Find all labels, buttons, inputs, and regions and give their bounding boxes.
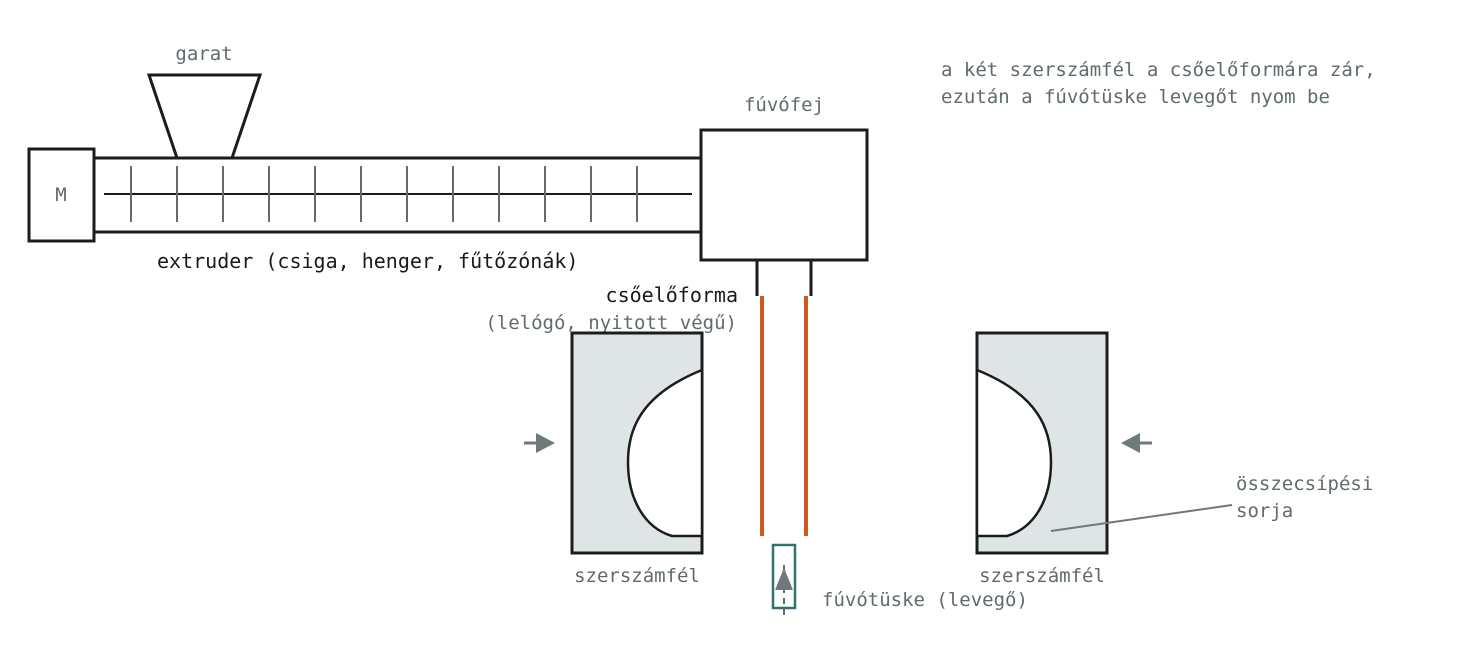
mold-cavity-right bbox=[975, 368, 1053, 538]
flash-label-line-2: sorja bbox=[1236, 500, 1293, 522]
mold-right-label: szerszámfél bbox=[979, 565, 1105, 587]
blow-pin-label: fúvótüske (levegő) bbox=[822, 589, 1028, 611]
parison-label: csőelőforma bbox=[606, 283, 738, 307]
motor-label: M bbox=[55, 184, 66, 206]
mold-left-label: szerszámfél bbox=[574, 565, 700, 587]
mold-cavity-left bbox=[626, 368, 704, 538]
parison-note: (lelógó, nyitott végű) bbox=[485, 312, 737, 334]
flash-label-line-1: összecsípési bbox=[1236, 473, 1373, 495]
die-head-label: fúvófej bbox=[744, 94, 824, 116]
hopper-label: garat bbox=[175, 43, 232, 65]
hopper bbox=[146, 73, 263, 160]
air-arrow-icon bbox=[775, 568, 793, 590]
extruder-label: extruder (csiga, henger, fűtőzónák) bbox=[157, 249, 578, 273]
screw-flights bbox=[130, 166, 638, 222]
mold-right-arrow bbox=[1121, 433, 1152, 453]
die-head bbox=[699, 128, 869, 262]
flash-leader-line bbox=[1050, 504, 1233, 532]
mold-left-arrow bbox=[524, 433, 555, 453]
motor-box bbox=[27, 147, 96, 243]
note-line-2: ezután a fúvótüske levegőt nyom be bbox=[941, 86, 1330, 108]
note-line-1: a két szerszámfél a csőelőformára zár, bbox=[941, 59, 1376, 81]
